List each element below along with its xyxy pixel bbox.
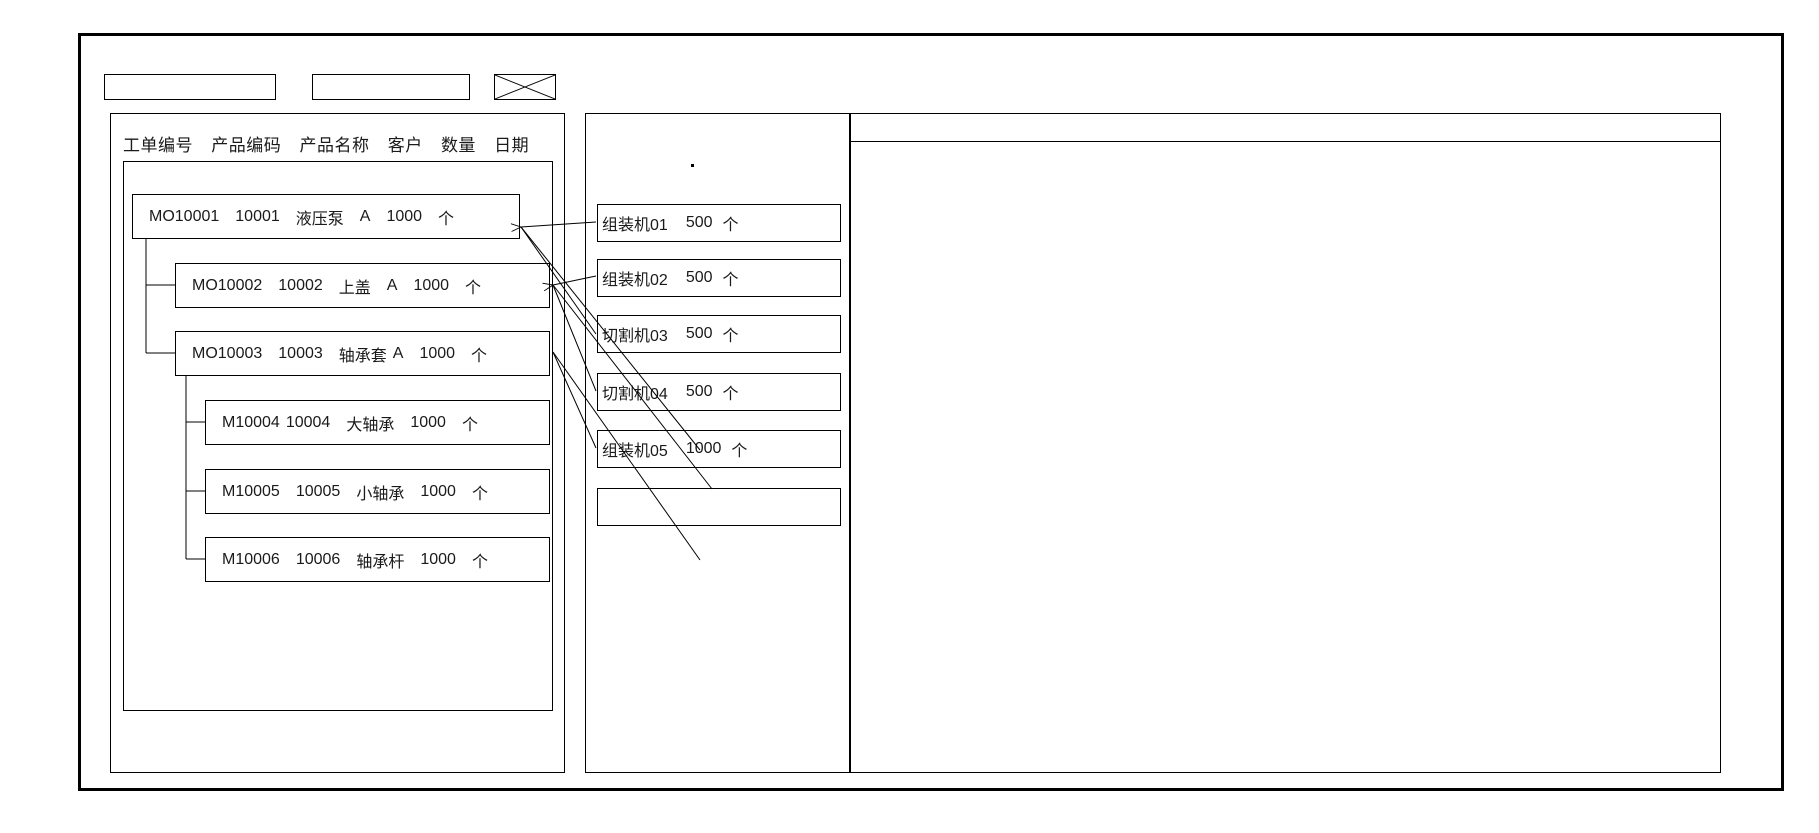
column-header-quantity: 数量 [440,136,476,155]
table-row[interactable]: MO10001 10001 液压泵 A 1000 个 [132,194,520,239]
column-header-order-no: 工单编号 [123,136,193,155]
machine-name: 切割机04 [602,386,668,403]
row-product-name: 液压泵 [295,210,344,228]
column-header-product-name: 产品名称 [299,136,370,155]
machine-unit: 个 [731,443,748,460]
detail-panel [850,113,1721,773]
list-item[interactable]: 切割机04 500 个 [597,373,841,411]
row-unit: 个 [461,416,478,434]
row-unit: 个 [465,279,482,297]
toolbar-field-1[interactable] [104,74,276,100]
row-customer: A [392,344,404,362]
row-order-no: MO10003 [192,344,263,362]
row-order-no: M10004 [222,413,280,431]
row-product-name: 上盖 [338,279,371,297]
machine-quantity: 1000 [685,440,722,457]
row-product-code: 10004 [285,413,331,431]
row-product-name: 小轴承 [356,485,405,503]
row-unit: 个 [471,553,488,571]
row-unit: 个 [471,485,488,503]
row-quantity: 1000 [413,276,450,294]
row-quantity: 1000 [386,207,423,225]
detail-panel-header [851,141,1720,142]
machine-quantity: 500 [685,214,713,231]
row-quantity: 1000 [420,482,456,500]
list-item[interactable]: 组装机01 500 个 [597,204,841,242]
row-unit: 个 [471,347,488,365]
row-unit: 个 [438,210,455,228]
machine-assignment-panel: 组装机01 500 个 组装机02 500 个 切割机03 500 个 切割机0… [585,113,850,773]
machine-name: 组装机01 [602,217,668,234]
column-header-date: 日期 [494,136,530,155]
row-order-no: MO10001 [149,207,220,225]
machine-unit: 个 [722,217,739,234]
row-order-no: MO10002 [192,276,263,294]
row-product-code: 10002 [278,276,323,294]
machine-name: 切割机03 [602,328,668,345]
table-row[interactable]: M10005 10005 小轴承 1000 个 [205,469,550,514]
column-header-customer: 客户 [387,136,423,155]
table-row[interactable]: MO10003 10003 轴承套 A 1000 个 [175,331,550,376]
table-row[interactable]: M10004 10004 大轴承 1000 个 [205,400,550,445]
machine-quantity: 500 [685,383,713,400]
work-order-tree: MO10001 10001 液压泵 A 1000 个 MO10002 10002… [123,161,553,711]
list-item[interactable]: 组装机02 500 个 [597,259,841,297]
machine-unit: 个 [722,328,739,345]
machine-quantity: 500 [685,325,713,342]
row-product-code: 10005 [295,482,341,500]
work-order-panel: 工单编号 产品编码 产品名称 客户 数量 日期 MO10001 10001 液压… [110,113,565,773]
row-quantity: 1000 [419,344,456,362]
machine-name: 组装机02 [602,272,668,289]
list-item-empty[interactable] [597,488,841,526]
row-order-no: M10005 [222,482,280,500]
toolbar-field-2[interactable] [312,74,470,100]
row-product-name: 轴承杆 [356,553,405,571]
table-row[interactable]: M10006 10006 轴承杆 1000 个 [205,537,550,582]
machine-unit: 个 [722,386,739,403]
row-quantity: 1000 [420,550,456,568]
row-product-code: 10001 [235,207,280,225]
row-quantity: 1000 [410,413,446,431]
column-header-product-code: 产品编码 [211,136,282,155]
row-product-code: 10003 [278,344,323,362]
row-product-name: 大轴承 [346,416,395,434]
machine-unit: 个 [722,272,739,289]
row-customer: A [386,276,398,294]
row-product-code: 10006 [295,550,341,568]
work-order-table-header: 工单编号 产品编码 产品名称 客户 数量 日期 [123,131,529,156]
row-customer: A [359,207,371,225]
row-order-no: M10006 [222,550,280,568]
crossed-box-icon[interactable] [494,74,556,100]
machine-quantity: 500 [685,269,713,286]
table-row[interactable]: MO10002 10002 上盖 A 1000 个 [175,263,550,308]
row-product-name: 轴承套 [338,347,387,365]
machine-name: 组装机05 [602,443,668,460]
list-item[interactable]: 组装机05 1000 个 [597,430,841,468]
list-item[interactable]: 切割机03 500 个 [597,315,841,353]
dot-marker [691,164,694,167]
